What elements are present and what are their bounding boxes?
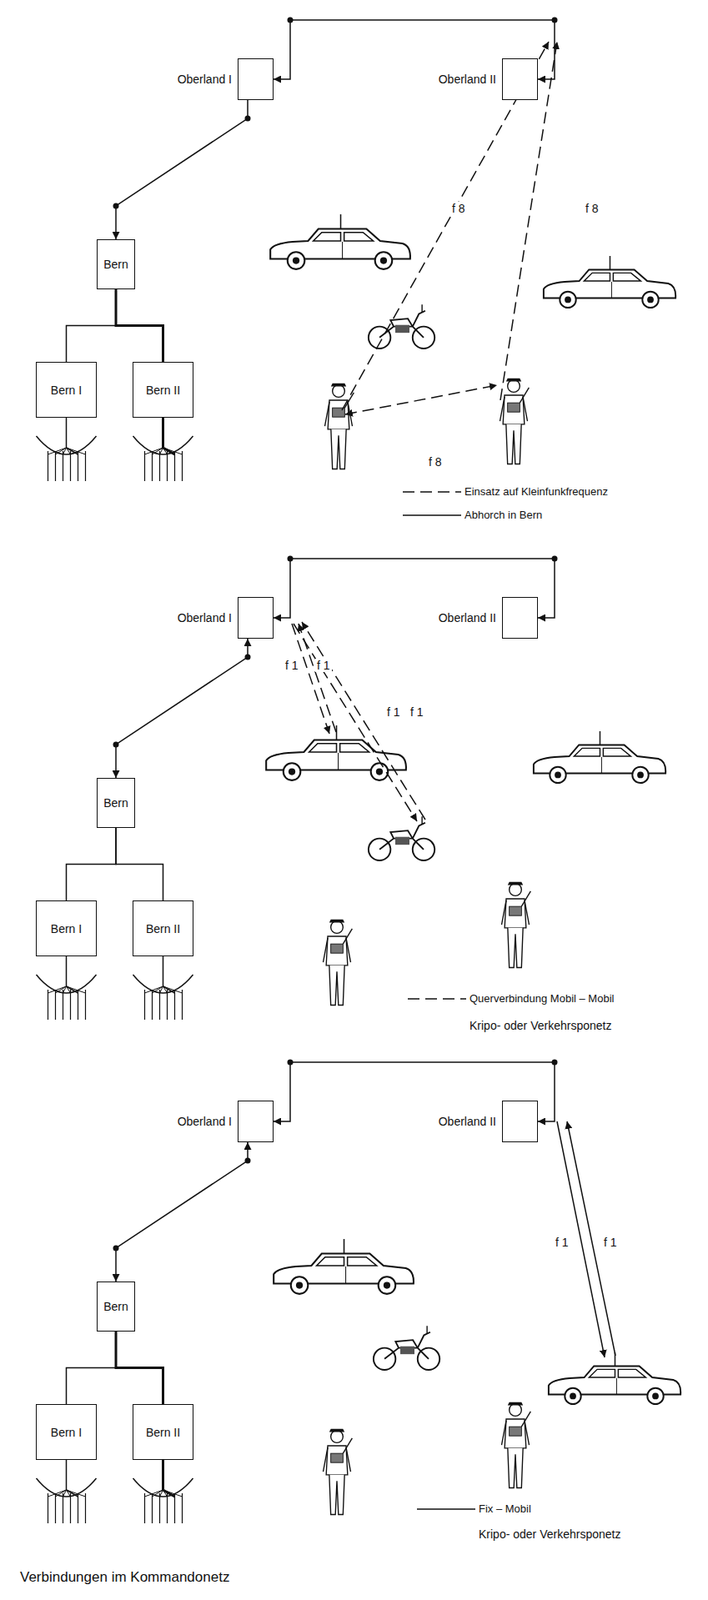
legend-line-sample: [402, 511, 462, 520]
vehicle-figures: [266, 214, 681, 1515]
station-name: Oberland II: [438, 1114, 497, 1129]
station-name: Bern: [103, 796, 129, 810]
exchange-box: Bern I: [35, 900, 97, 957]
frequency-label: f 8: [450, 201, 467, 216]
radio-station-box: Oberland I: [237, 1100, 274, 1143]
station-name: Bern: [103, 257, 129, 272]
net-note: Kripo- oder Verkehrsponetz: [469, 1019, 612, 1033]
frequency-label: f 1: [315, 658, 332, 673]
exchange-box: Bern: [96, 239, 136, 290]
antenna-and-line-fans: [36, 17, 558, 1525]
radio-station-box: Oberland I: [237, 597, 274, 639]
frequency-label: f 1: [553, 1235, 571, 1250]
station-name: Oberland II: [438, 611, 497, 625]
frequency-label: f 1: [602, 1235, 619, 1250]
station-name: Bern I: [50, 922, 82, 936]
radio-connection: [115, 638, 248, 779]
line-connection: [66, 828, 117, 901]
radio-station-box: Oberland I: [237, 58, 274, 101]
line-connection: [115, 1331, 164, 1405]
legend-entry: Einsatz auf Kleinfunkfrequenz: [402, 485, 608, 498]
exchange-box: Bern: [96, 778, 136, 829]
legend-text: Querverbindung Mobil – Mobil: [469, 992, 614, 1005]
frequency-label: f 1: [283, 658, 301, 673]
line-connection: [115, 828, 164, 901]
line-connection: [115, 289, 164, 362]
exchange-box: Bern II: [132, 1404, 194, 1461]
line-connection: [66, 289, 117, 362]
exchange-box: Bern II: [132, 900, 194, 957]
station-name: Bern I: [50, 1426, 82, 1440]
legend-text: Fix – Mobil: [478, 1502, 532, 1516]
legend-entry: Querverbindung Mobil – Mobil: [407, 992, 614, 1005]
frequency-label: f 1: [408, 705, 426, 719]
frequency-label: f 1: [385, 705, 402, 719]
frequency-label: f 8: [426, 455, 444, 469]
radio-link: [291, 41, 558, 822]
station-name: Bern: [103, 1300, 129, 1314]
exchange-box: Bern I: [35, 1404, 97, 1461]
station-name: Oberland I: [177, 611, 232, 625]
line-connection: [66, 1331, 117, 1405]
station-name: Bern II: [145, 1426, 181, 1440]
radio-station-box: Oberland II: [502, 58, 538, 101]
exchange-box: Bern II: [132, 361, 194, 418]
frequency-label: f 8: [583, 201, 601, 216]
caption: Verbindungen im Kommandonetz: [20, 1569, 230, 1587]
legend-line-sample: [407, 994, 467, 1004]
station-name: Oberland I: [177, 72, 232, 86]
station-name: Bern II: [145, 922, 181, 936]
legend-line-sample: [416, 1505, 476, 1514]
legend-line-sample: [402, 487, 462, 497]
exchange-box: Bern I: [35, 361, 97, 418]
radio-connection: [115, 1142, 248, 1282]
station-name: Oberland I: [177, 1114, 232, 1129]
radio-station-box: Oberland II: [502, 1100, 538, 1143]
legend-text: Einsatz auf Kleinfunkfrequenz: [464, 485, 608, 498]
station-name: Bern I: [50, 383, 82, 397]
legend-text: Abhorch in Bern: [464, 508, 543, 522]
exchange-box: Bern: [96, 1281, 136, 1332]
legend-entry: Abhorch in Bern: [402, 508, 543, 522]
station-name: Bern II: [145, 383, 181, 397]
legend-entry: Fix – Mobil: [416, 1502, 532, 1516]
radio-connection: [115, 100, 248, 240]
radio-station-box: Oberland II: [502, 597, 538, 639]
station-name: Oberland II: [438, 72, 497, 86]
net-note: Kripo- oder Verkehrsponetz: [478, 1527, 621, 1542]
